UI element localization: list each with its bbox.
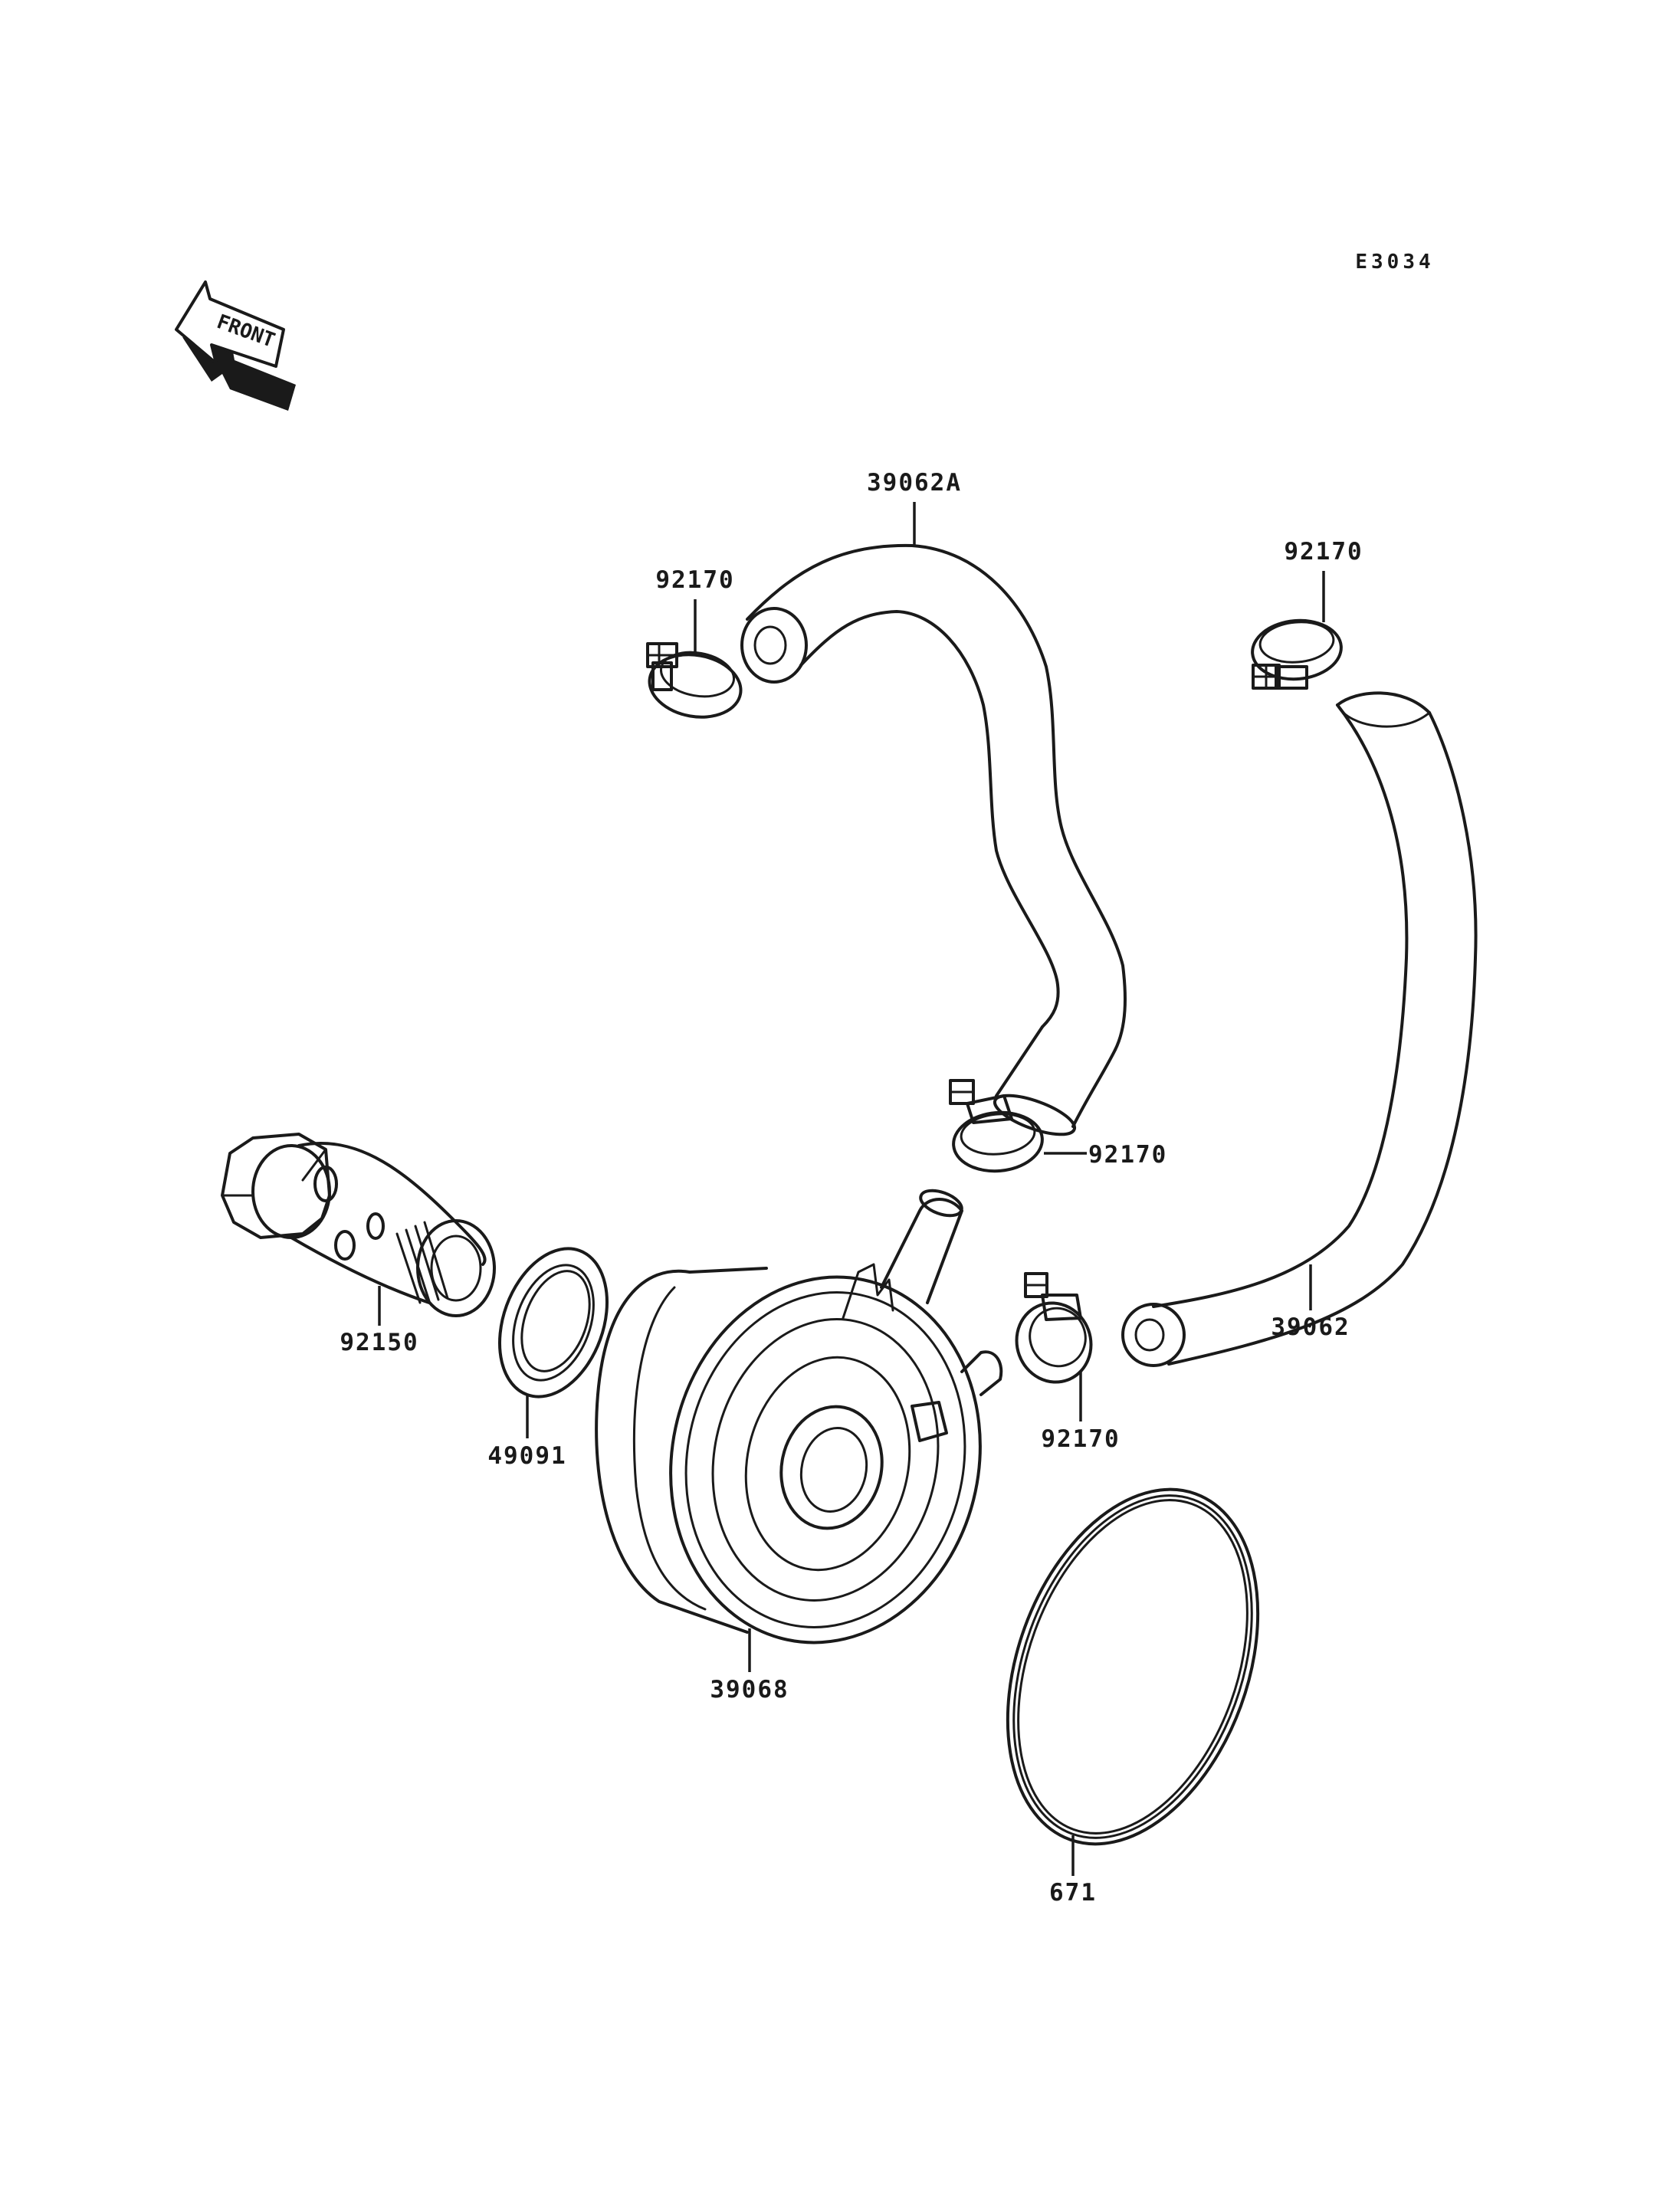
hose-clamp-upper-right — [1251, 618, 1343, 690]
label-hose-39062a: 39062A — [867, 469, 962, 497]
diagram-code: E3034 — [1355, 251, 1434, 274]
label-clamp-middle: 92170 — [1088, 1141, 1167, 1169]
hose-clamp-lower — [1015, 1272, 1093, 1384]
label-gasket: 49091 — [487, 1442, 566, 1470]
leader-lines — [378, 502, 1325, 1876]
label-oil-cooler: 39068 — [710, 1676, 789, 1703]
banjo-bolt — [221, 1133, 496, 1317]
front-arrow-icon: FRONT — [175, 280, 296, 411]
oil-cooler — [595, 1189, 1003, 1644]
hose-clamp-middle — [949, 1079, 1044, 1173]
hose-39062a — [740, 543, 1127, 1136]
label-clamp-upper-right: 92170 — [1284, 538, 1363, 566]
label-clamp-upper-left: 92170 — [655, 566, 734, 594]
gasket — [497, 1247, 609, 1399]
label-o-ring: 671 — [1049, 1879, 1097, 1907]
label-hose-39062: 39062 — [1271, 1313, 1350, 1341]
label-banjo-bolt: 92150 — [340, 1329, 418, 1356]
label-clamp-lower: 92170 — [1041, 1425, 1120, 1453]
hose-39062 — [1121, 691, 1478, 1367]
o-ring — [1006, 1487, 1260, 1846]
hose-clamp-upper-left — [646, 642, 743, 719]
